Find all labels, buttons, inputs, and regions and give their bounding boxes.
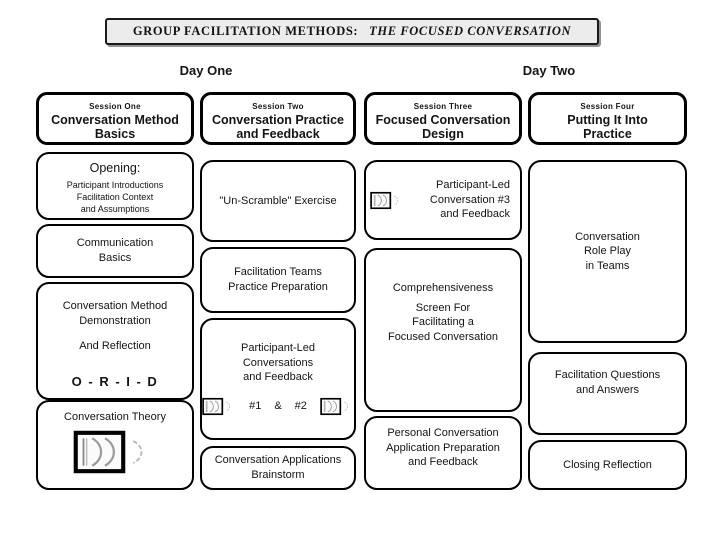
conversation-theory-box: Conversation Theory: [36, 400, 194, 490]
conversation3-text: Participant-Led Conversation #3 and Feed…: [429, 179, 510, 221]
day-two-header: Day Two: [522, 63, 576, 78]
title-bar: GROUP FACILITATION METHODS: THE FOCUSED …: [105, 18, 599, 45]
participant-led-conversation3-box: Participant-Led Conversation #3 and Feed…: [364, 160, 522, 240]
session-title: Focused Conversation Design: [375, 113, 511, 142]
questions-answers-box: Facilitation Questions and Answers: [528, 352, 687, 435]
opening-heading: Opening:: [89, 161, 141, 175]
conversation-arcs-logo-icon: [73, 429, 157, 475]
session-label: Session One: [89, 102, 141, 111]
conversation-arcs-icon: [320, 397, 354, 416]
conversation-tags-row: #1 & #2: [202, 397, 354, 416]
tag-2: #2: [294, 399, 307, 412]
comprehensiveness-screen-box: Comprehensiveness Screen For Facilitatin…: [364, 248, 522, 412]
conversation-arcs-icon: [370, 191, 404, 210]
session-title: Conversation Method Basics: [51, 113, 179, 142]
ampersand: &: [274, 399, 282, 412]
session-label: Session Three: [413, 102, 473, 111]
closing-reflection-box: Closing Reflection: [528, 440, 687, 490]
session-four-header: Session Four Putting It Into Practice: [528, 92, 687, 145]
day-one-header: Day One: [179, 63, 233, 78]
role-play-box: Conversation Role Play in Teams: [528, 160, 687, 343]
session-label: Session Two: [252, 102, 304, 111]
unscramble-exercise-box: "Un-Scramble" Exercise: [200, 160, 356, 242]
orid-acronym: O - R - I - D: [71, 373, 159, 389]
conversation-arcs-icon: [202, 397, 236, 416]
session-one-header: Session One Conversation Method Basics: [36, 92, 194, 145]
communication-basics-box: Communication Basics: [36, 224, 194, 278]
method-demonstration-box: Conversation Method Demonstration And Re…: [36, 282, 194, 400]
opening-box: Opening: Participant Introductions Facil…: [36, 152, 194, 220]
session-two-header: Session Two Conversation Practice and Fe…: [200, 92, 356, 145]
facilitation-teams-box: Facilitation Teams Practice Preparation: [200, 247, 356, 313]
personal-application-box: Personal Conversation Application Prepar…: [364, 416, 522, 490]
session-label: Session Four: [580, 102, 635, 111]
reflection-line: And Reflection: [79, 340, 151, 353]
applications-brainstorm-box: Conversation Applications Brainstorm: [200, 446, 356, 490]
session-three-header: Session Three Focused Conversation Desig…: [364, 92, 522, 145]
tag-1: #1: [249, 399, 262, 412]
screen-heading: Comprehensiveness: [392, 282, 494, 294]
session-title: Conversation Practice and Feedback: [212, 113, 344, 142]
title-emphasis: THE FOCUSED CONVERSATION: [369, 24, 572, 38]
session-title: Putting It Into Practice: [567, 113, 648, 142]
title-prefix: GROUP FACILITATION METHODS:: [132, 24, 359, 38]
participant-led-conversations-box: Participant-Led Conversations and Feedba…: [200, 318, 356, 440]
